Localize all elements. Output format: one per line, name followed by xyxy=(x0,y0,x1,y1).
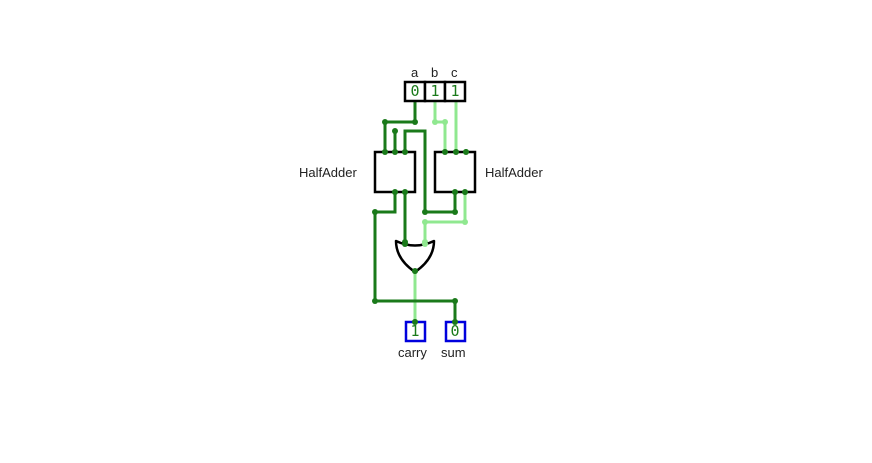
junction-dot xyxy=(402,149,408,155)
input-value-b[interactable]: 1 xyxy=(430,82,440,100)
output-value-carry: 1 xyxy=(410,322,420,340)
left-half-adder[interactable] xyxy=(373,150,417,194)
junction-dot xyxy=(442,149,448,155)
junction-dot xyxy=(382,149,388,155)
junction-dot xyxy=(392,128,398,134)
wire-right-ha-carry-to-or xyxy=(423,190,467,244)
input-value-a[interactable]: 0 xyxy=(410,82,420,100)
junction-dot xyxy=(392,149,398,155)
junction-dot xyxy=(412,119,418,125)
wire-b-to-right-ha xyxy=(433,99,447,154)
junction-dot xyxy=(432,119,438,125)
input-pins xyxy=(403,80,467,103)
junction-dot xyxy=(422,209,428,215)
junction-dot xyxy=(462,219,468,225)
wire-a-branch xyxy=(403,129,427,214)
junction-dot xyxy=(422,241,428,247)
right-half-adder[interactable] xyxy=(433,150,477,194)
junction-dot xyxy=(372,298,378,304)
junction-dot xyxy=(402,241,408,247)
junction-dot xyxy=(452,319,458,325)
junction-dot xyxy=(452,298,458,304)
wire-left-ha-sum-to-right xyxy=(423,190,457,214)
junction-dot xyxy=(442,119,448,125)
right-half-adder-label: HalfAdder xyxy=(485,165,543,180)
left-half-adder-label: HalfAdder xyxy=(299,165,357,180)
junction-dot xyxy=(392,189,398,195)
junction-dot xyxy=(382,119,388,125)
junction-dot xyxy=(412,319,418,325)
junction-dot xyxy=(463,149,469,155)
inactive-wires xyxy=(413,99,467,324)
output-label-carry: carry xyxy=(398,345,427,360)
input-label-a: a xyxy=(411,65,419,80)
junction-dot xyxy=(453,149,459,155)
junction-dot xyxy=(372,209,378,215)
junction-dot xyxy=(412,268,418,274)
input-value-c[interactable]: 1 xyxy=(450,82,460,100)
junction-dot xyxy=(452,189,458,195)
wire-a-to-left-ha xyxy=(383,99,417,154)
or-gate[interactable] xyxy=(394,239,436,274)
input-label-c: c xyxy=(451,65,458,80)
input-pin-c[interactable] xyxy=(443,80,467,103)
junction-dot xyxy=(452,209,458,215)
output-label-sum: sum xyxy=(441,345,466,360)
input-label-b: b xyxy=(431,65,439,80)
half-adder-pin-dots xyxy=(382,149,469,195)
junction-dot xyxy=(422,219,428,225)
wire-left-ha-loop xyxy=(373,190,457,324)
junction-dot xyxy=(462,189,468,195)
output-value-sum: 0 xyxy=(450,322,460,340)
junction-dot xyxy=(402,189,408,195)
